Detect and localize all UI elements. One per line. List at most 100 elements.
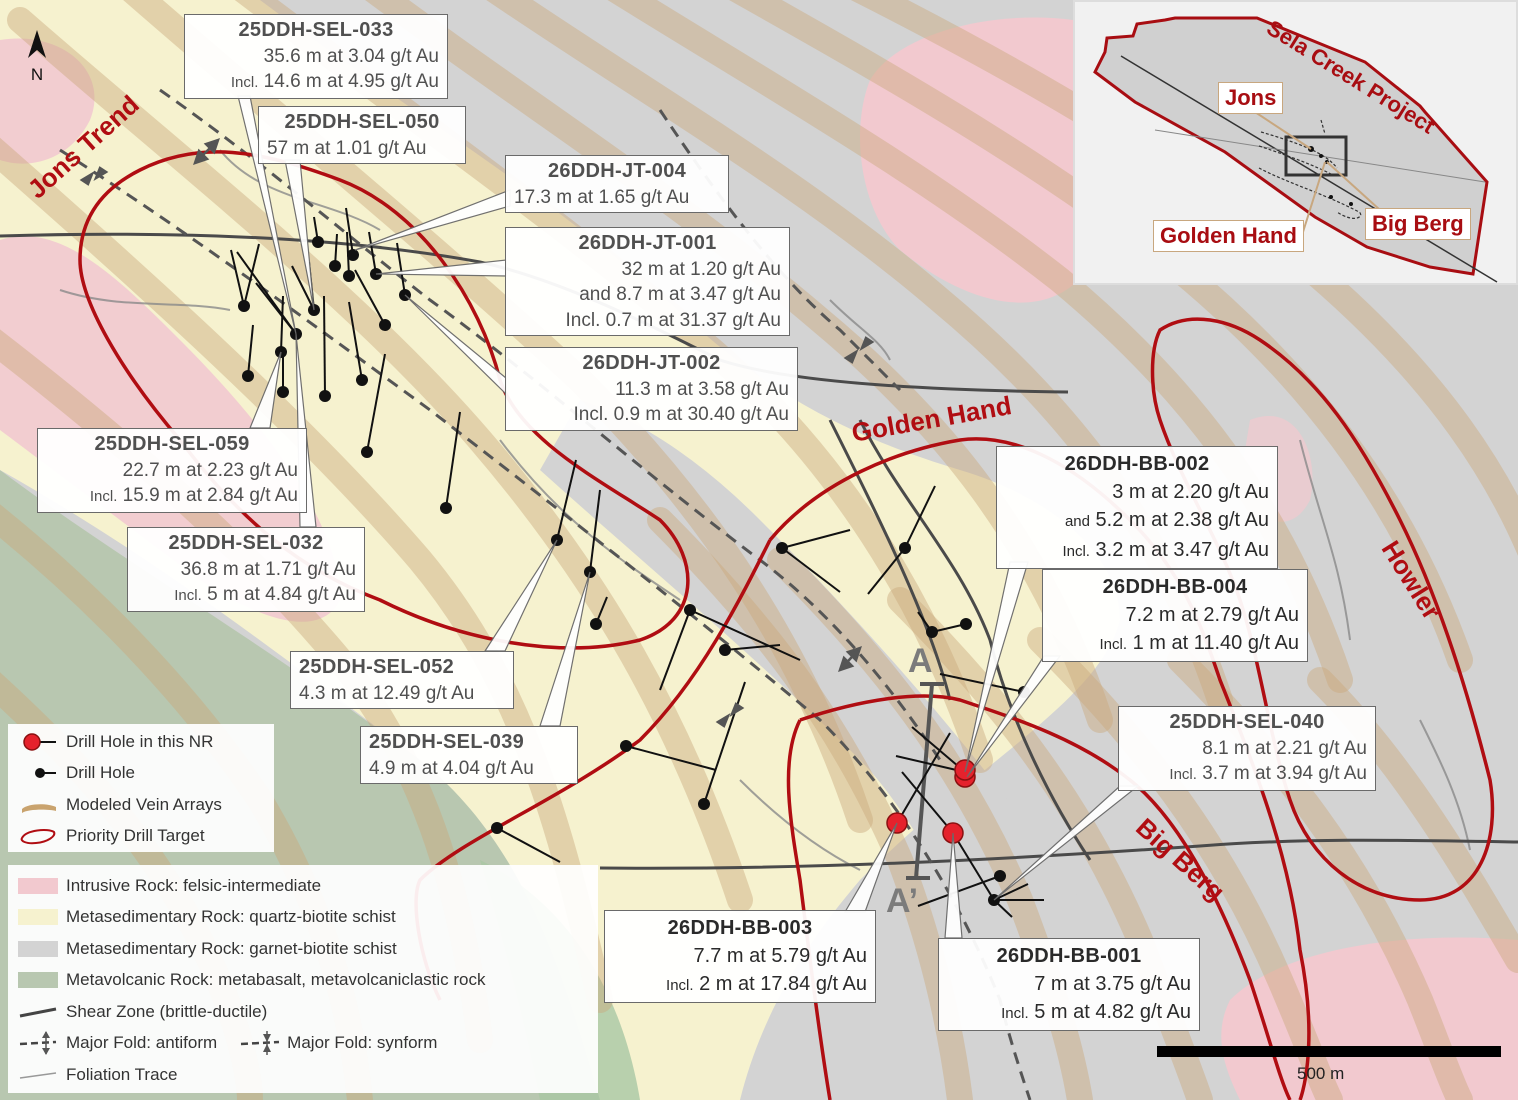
synform-icon bbox=[241, 1031, 280, 1056]
interval: 11.3 m at 3.58 g/t Au bbox=[615, 378, 789, 400]
interval: 4.3 m at 12.49 g/t Au bbox=[299, 682, 475, 704]
callout-25DDH-SEL-052: 25DDH-SEL-052 4.3 m at 12.49 g/t Au bbox=[290, 651, 514, 709]
interval: 2 m at 17.84 g/t Au bbox=[699, 973, 867, 995]
legend-item: Shear Zone (brittle-ductile) bbox=[8, 996, 598, 1028]
intrusive-unit bbox=[860, 17, 1073, 303]
intrusive-unit bbox=[1221, 937, 1518, 1100]
inset-label-big-berg: Big Berg bbox=[1365, 208, 1471, 240]
north-arrow: N bbox=[26, 30, 48, 85]
interval: 17.3 m at 1.65 g/t Au bbox=[514, 186, 690, 208]
callout-26DDH-JT-001: 26DDH-JT-001 32 m at 1.20 g/t Au and 8.7… bbox=[505, 227, 790, 336]
legend-label: Metavolcanic Rock: metabasalt, metavolca… bbox=[66, 970, 486, 990]
callout-25DDH-SEL-032: 25DDH-SEL-032 36.8 m at 1.71 g/t Au Incl… bbox=[127, 527, 365, 612]
interval: 36.8 m at 1.71 g/t Au bbox=[180, 558, 356, 580]
incl-prefix: Incl. bbox=[1001, 1005, 1029, 1022]
interval: 35.6 m at 3.04 g/t Au bbox=[263, 45, 439, 67]
legend-label: Drill Hole in this NR bbox=[66, 731, 214, 751]
legend-item: Drill Hole bbox=[8, 758, 274, 790]
incl-prefix: Incl. bbox=[666, 977, 694, 994]
scale-label: 500 m bbox=[1297, 1064, 1345, 1083]
hole-id: 25DDH-SEL-050 bbox=[284, 111, 440, 133]
hole-id: 25DDH-SEL-052 bbox=[299, 656, 455, 678]
hole-id: 25DDH-SEL-033 bbox=[238, 19, 394, 41]
incl-prefix: Incl. bbox=[174, 587, 202, 604]
legend-item: Metavolcanic Rock: metabasalt, metavolca… bbox=[8, 965, 598, 997]
north-arrow-icon bbox=[28, 30, 46, 58]
legend-item: Intrusive Rock: felsic-intermediate bbox=[8, 870, 598, 902]
hole-id: 26DDH-BB-001 bbox=[996, 945, 1142, 967]
callout-26DDH-BB-001: 26DDH-BB-001 7 m at 3.75 g/t Au Incl. 5 … bbox=[938, 938, 1200, 1031]
legend-item: Foliation Trace bbox=[8, 1059, 598, 1091]
interval: 15.9 m at 2.84 g/t Au bbox=[122, 485, 298, 506]
legend-units: Intrusive Rock: felsic-intermediate Meta… bbox=[8, 865, 598, 1093]
callout-26DDH-BB-003: 26DDH-BB-003 7.7 m at 5.79 g/t Au Incl. … bbox=[604, 910, 876, 1003]
intrusive-unit bbox=[0, 38, 95, 164]
legend-label: Major Fold: antiform bbox=[66, 1033, 218, 1053]
interval: 7.2 m at 2.79 g/t Au bbox=[1125, 604, 1299, 626]
antiform-icon bbox=[19, 1031, 57, 1056]
quartz-schist-swatch-icon bbox=[18, 909, 58, 926]
hole-id: 25DDH-SEL-039 bbox=[369, 731, 525, 753]
vein-array-icon bbox=[22, 803, 56, 813]
legend-label: Priority Drill Target bbox=[66, 826, 205, 846]
legend-item: Priority Drill Target bbox=[8, 821, 274, 853]
interval: 32 m at 1.20 g/t Au bbox=[621, 258, 782, 280]
callout-25DDH-SEL-040: 25DDH-SEL-040 8.1 m at 2.21 g/t Au Incl.… bbox=[1118, 706, 1376, 791]
section-start-label: A bbox=[908, 642, 933, 680]
section-end-label: A’ bbox=[886, 882, 919, 920]
hole-id: 25DDH-SEL-032 bbox=[168, 532, 324, 554]
incl-prefix: Incl. bbox=[1169, 766, 1197, 783]
incl-prefix: Incl. bbox=[89, 488, 118, 505]
legend-item: Modeled Vein Arrays bbox=[8, 789, 274, 821]
interval: 3.2 m at 3.47 g/t Au bbox=[1095, 539, 1269, 561]
legend-label: Shear Zone (brittle-ductile) bbox=[66, 1001, 268, 1021]
interval: 3.7 m at 3.94 g/t Au bbox=[1202, 763, 1367, 784]
interval: 3 m at 2.20 g/t Au bbox=[1112, 481, 1269, 503]
interval: 5 m at 4.82 g/t Au bbox=[1034, 1001, 1191, 1023]
interval: 8.1 m at 2.21 g/t Au bbox=[1202, 737, 1367, 759]
black-drill-hole-icon bbox=[35, 768, 56, 779]
hole-id: 25DDH-SEL-059 bbox=[94, 433, 250, 455]
callout-25DDH-SEL-039: 25DDH-SEL-039 4.9 m at 4.04 g/t Au bbox=[360, 726, 578, 784]
legend-item: Major Fold: antiform Major Fold: synform bbox=[8, 1028, 598, 1060]
inset-map: Sela Creek Project Jons Golden Hand Big … bbox=[1073, 0, 1518, 285]
garnet-schist-band bbox=[540, 400, 1080, 900]
callout-26DDH-BB-004: 26DDH-BB-004 7.2 m at 2.79 g/t Au Incl. … bbox=[1042, 569, 1308, 662]
callout-25DDH-SEL-050: 25DDH-SEL-050 57 m at 1.01 g/t Au bbox=[258, 106, 466, 164]
incl-prefix: Incl. bbox=[1062, 543, 1090, 560]
interval: 1 m at 11.40 g/t Au bbox=[1132, 632, 1299, 654]
callout-26DDH-JT-004: 26DDH-JT-004 17.3 m at 1.65 g/t Au bbox=[505, 155, 729, 213]
target-outline-icon bbox=[20, 829, 56, 845]
interval: 57 m at 1.01 g/t Au bbox=[267, 137, 427, 159]
legend-label: Foliation Trace bbox=[66, 1064, 178, 1084]
interval: and 8.7 m at 3.47 g/t Au bbox=[579, 284, 781, 305]
hole-id: 25DDH-SEL-040 bbox=[1169, 711, 1325, 733]
callout-25DDH-SEL-059: 25DDH-SEL-059 22.7 m at 2.23 g/t Au Incl… bbox=[37, 428, 307, 513]
callout-25DDH-SEL-033: 25DDH-SEL-033 35.6 m at 3.04 g/t Au Incl… bbox=[184, 14, 448, 99]
hole-id: 26DDH-BB-002 bbox=[1064, 453, 1210, 475]
intrusive-swatch-icon bbox=[18, 877, 58, 894]
interval: 14.6 m at 4.95 g/t Au bbox=[263, 71, 439, 92]
hole-id: 26DDH-BB-004 bbox=[1102, 576, 1248, 598]
legend-label: Metasedimentary Rock: garnet-biotite sch… bbox=[66, 938, 397, 958]
callout-26DDH-JT-002: 26DDH-JT-002 11.3 m at 3.58 g/t Au Incl.… bbox=[505, 347, 798, 431]
legend-label: Major Fold: synform bbox=[287, 1033, 438, 1053]
and-prefix: and bbox=[1064, 513, 1090, 530]
inset-label-jons: Jons bbox=[1218, 82, 1284, 114]
scale-bar bbox=[1157, 1046, 1501, 1057]
garnet-schist-swatch-icon bbox=[18, 940, 58, 957]
legend-label: Modeled Vein Arrays bbox=[66, 794, 222, 814]
shear-zone-icon bbox=[19, 1007, 57, 1018]
interval: 5.2 m at 2.38 g/t Au bbox=[1095, 509, 1269, 531]
section-line bbox=[906, 682, 944, 880]
north-label: N bbox=[30, 65, 44, 84]
callout-pointers bbox=[237, 95, 1140, 939]
legend-item: Metasedimentary Rock: garnet-biotite sch… bbox=[8, 933, 598, 965]
legend-label: Metasedimentary Rock: quartz-biotite sch… bbox=[66, 907, 396, 927]
fold-symbols bbox=[79, 138, 875, 728]
metavolcanic-swatch-icon bbox=[18, 972, 58, 989]
legend-symbols: Drill Hole in this NR Drill Hole Modeled… bbox=[8, 724, 274, 852]
legend-label: Intrusive Rock: felsic-intermediate bbox=[66, 875, 322, 895]
hole-id: 26DDH-JT-004 bbox=[547, 160, 687, 182]
legend-item: Metasedimentary Rock: quartz-biotite sch… bbox=[8, 902, 598, 934]
